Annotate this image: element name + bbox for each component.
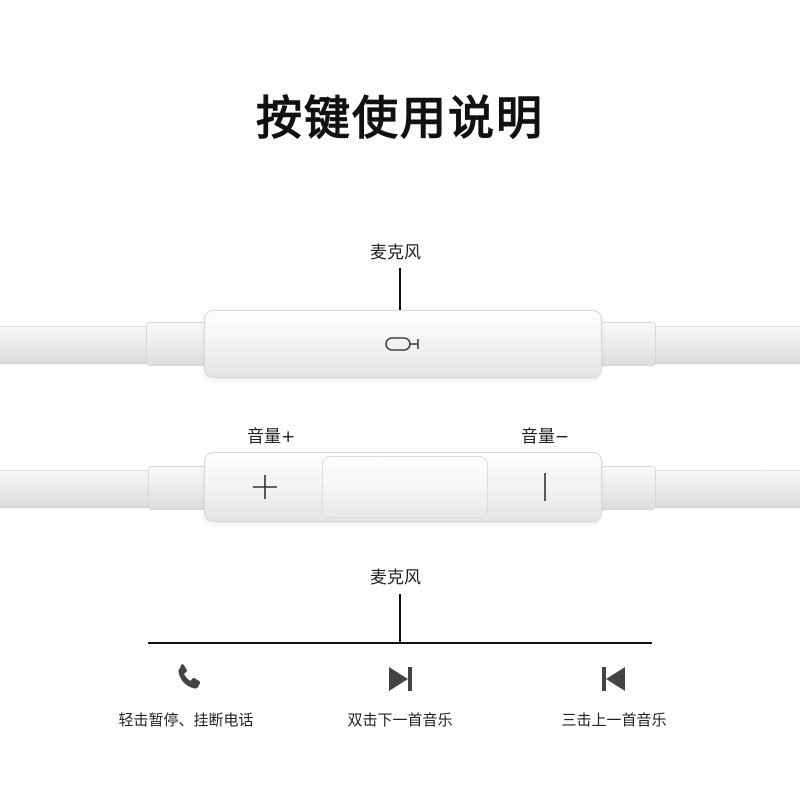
cable-right-bottom (650, 470, 800, 508)
collar-right-top (600, 322, 656, 366)
center-button[interactable] (322, 456, 488, 518)
volume-down-label: 音量− (521, 427, 570, 447)
phone-icon (178, 664, 201, 689)
divider-line (148, 642, 652, 644)
action-caption-next: 双击下一首音乐 (347, 711, 453, 729)
cable-left-top (0, 326, 150, 364)
page-title: 按键使用说明 (256, 91, 544, 145)
collar-right-bottom (600, 466, 656, 510)
minus-icon[interactable] (538, 470, 552, 504)
cable-right-top (650, 326, 800, 364)
next-track-icon (389, 667, 412, 691)
mic-label-top: 麦克风 (370, 243, 421, 263)
mic-pointer-line (399, 268, 401, 320)
collar-left-bottom (148, 466, 208, 510)
volume-up-label: 音量+ (247, 427, 296, 447)
mic-label-bottom: 麦克风 (370, 568, 421, 588)
cable-left-bottom (0, 470, 152, 508)
previous-track-icon (602, 667, 625, 691)
microphone-icon (385, 337, 419, 351)
remote-top (204, 310, 602, 378)
mic-pointer-line-bottom (399, 594, 401, 644)
action-caption-previous: 三击上一首音乐 (561, 711, 667, 729)
plus-icon[interactable] (250, 472, 280, 502)
action-caption-pause: 轻击暂停、挂断电话 (118, 711, 254, 729)
collar-left-top (146, 322, 206, 366)
